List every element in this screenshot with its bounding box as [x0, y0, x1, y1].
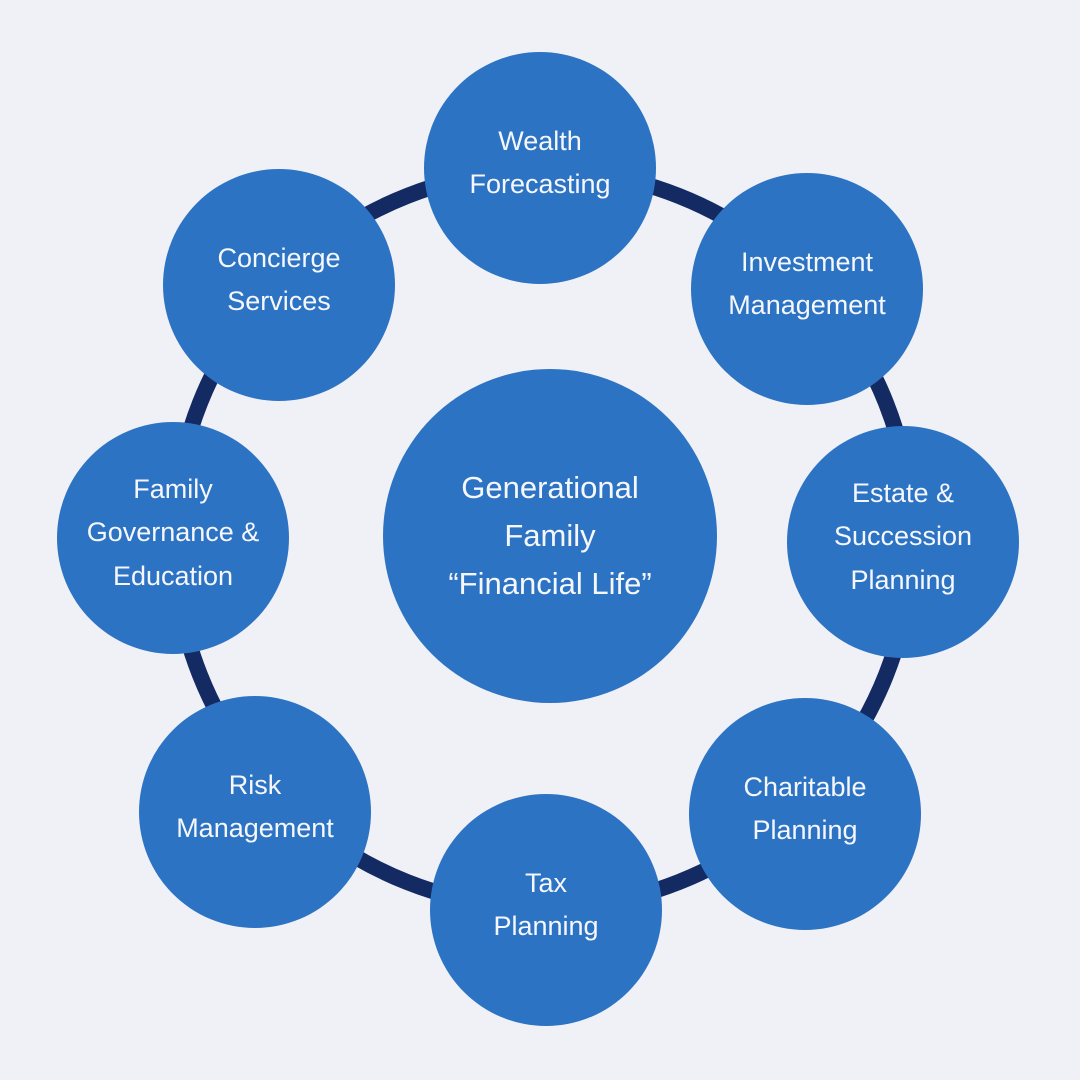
node-investment-management: Investment Management	[691, 173, 923, 405]
node-label: Charitable Planning	[743, 771, 867, 845]
node-label: Family Governance & Education	[86, 474, 260, 591]
node-concierge-services: Concierge Services	[163, 169, 395, 401]
node-label: Estate & Succession Planning	[833, 478, 973, 595]
node-label: Risk Management	[176, 769, 334, 843]
node-label: Investment Management	[728, 246, 886, 320]
node-risk-management: Risk Management	[139, 696, 371, 928]
node-label: Wealth Forecasting	[469, 125, 611, 199]
node-charitable-planning: Charitable Planning	[689, 698, 921, 930]
node-estate-succession-planning: Estate & Succession Planning	[787, 426, 1019, 658]
hub-label: Generational Family “Financial Life”	[448, 469, 652, 602]
node-wealth-forecasting: Wealth Forecasting	[424, 52, 656, 284]
node-family-governance-education: Family Governance & Education	[57, 422, 289, 654]
hub-circle-generational-family-financial-life: Generational Family “Financial Life”	[383, 369, 717, 703]
node-tax-planning: Tax Planning	[430, 794, 662, 1026]
node-label: Tax Planning	[493, 867, 599, 941]
node-label: Concierge Services	[217, 242, 341, 316]
